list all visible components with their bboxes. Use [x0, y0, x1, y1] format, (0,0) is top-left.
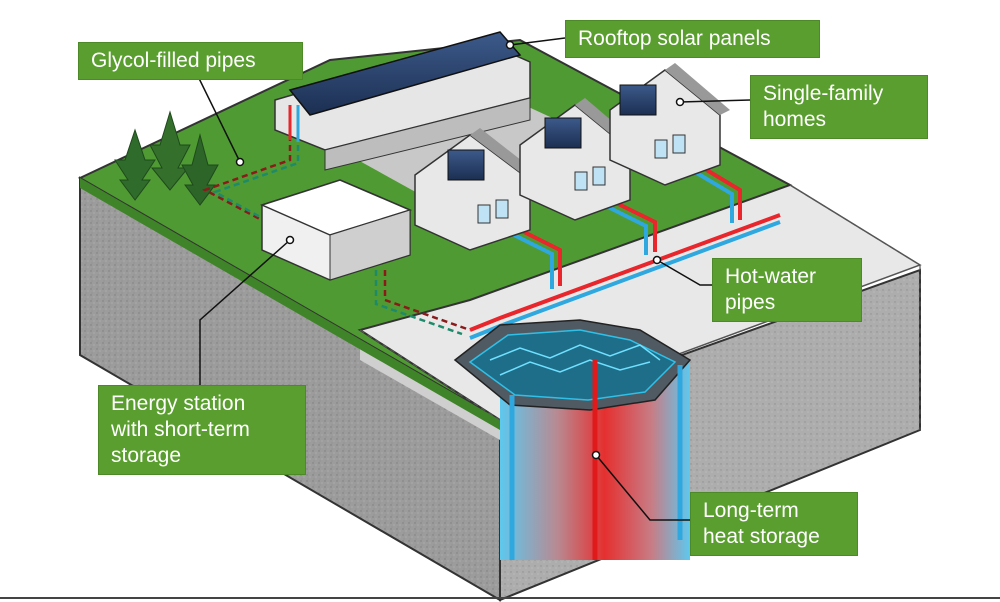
house-2 — [519, 98, 640, 221]
long-term-storage — [453, 319, 692, 560]
callout-solar-text: Rooftop solar panels — [578, 27, 771, 50]
callout-homes-line-2: homes — [763, 108, 827, 131]
callout-long-term-storage: Long-term heat storage — [690, 492, 858, 556]
cut-outline — [789, 184, 921, 430]
callout-longterm-line-2: heat storage — [703, 525, 820, 548]
callout-hotwater-line-2: pipes — [725, 291, 776, 314]
energy-station — [259, 179, 413, 281]
house-1 — [414, 128, 540, 251]
callout-glycol-text: Glycol-filled pipes — [91, 49, 256, 72]
callout-station-line-1: Energy station — [111, 392, 246, 415]
callout-single-family-homes: Single-family homes — [750, 75, 928, 139]
house-3 — [609, 63, 730, 186]
glycol-pipes — [201, 125, 471, 336]
cut-outline-2 — [359, 329, 501, 421]
callout-rooftop-solar: Rooftop solar panels — [565, 20, 820, 58]
callout-hotwater-line-1: Hot-water — [725, 265, 817, 288]
grass-front-edge — [80, 178, 500, 430]
callout-station-line-3: storage — [111, 444, 182, 467]
callout-homes-line-1: Single-family — [763, 82, 884, 105]
solar-building — [274, 31, 531, 171]
callout-longterm-line-1: Long-term — [703, 499, 799, 522]
callout-station-line-2: with short-term — [111, 418, 250, 441]
callout-energy-station: Energy station with short-term storage — [98, 385, 306, 475]
bottom-rule — [0, 597, 1000, 599]
callout-hot-water-pipes: Hot-water pipes — [712, 258, 862, 322]
callout-glycol-pipes: Glycol-filled pipes — [78, 42, 303, 80]
trees — [114, 110, 219, 206]
leader-dots — [235, 40, 685, 460]
